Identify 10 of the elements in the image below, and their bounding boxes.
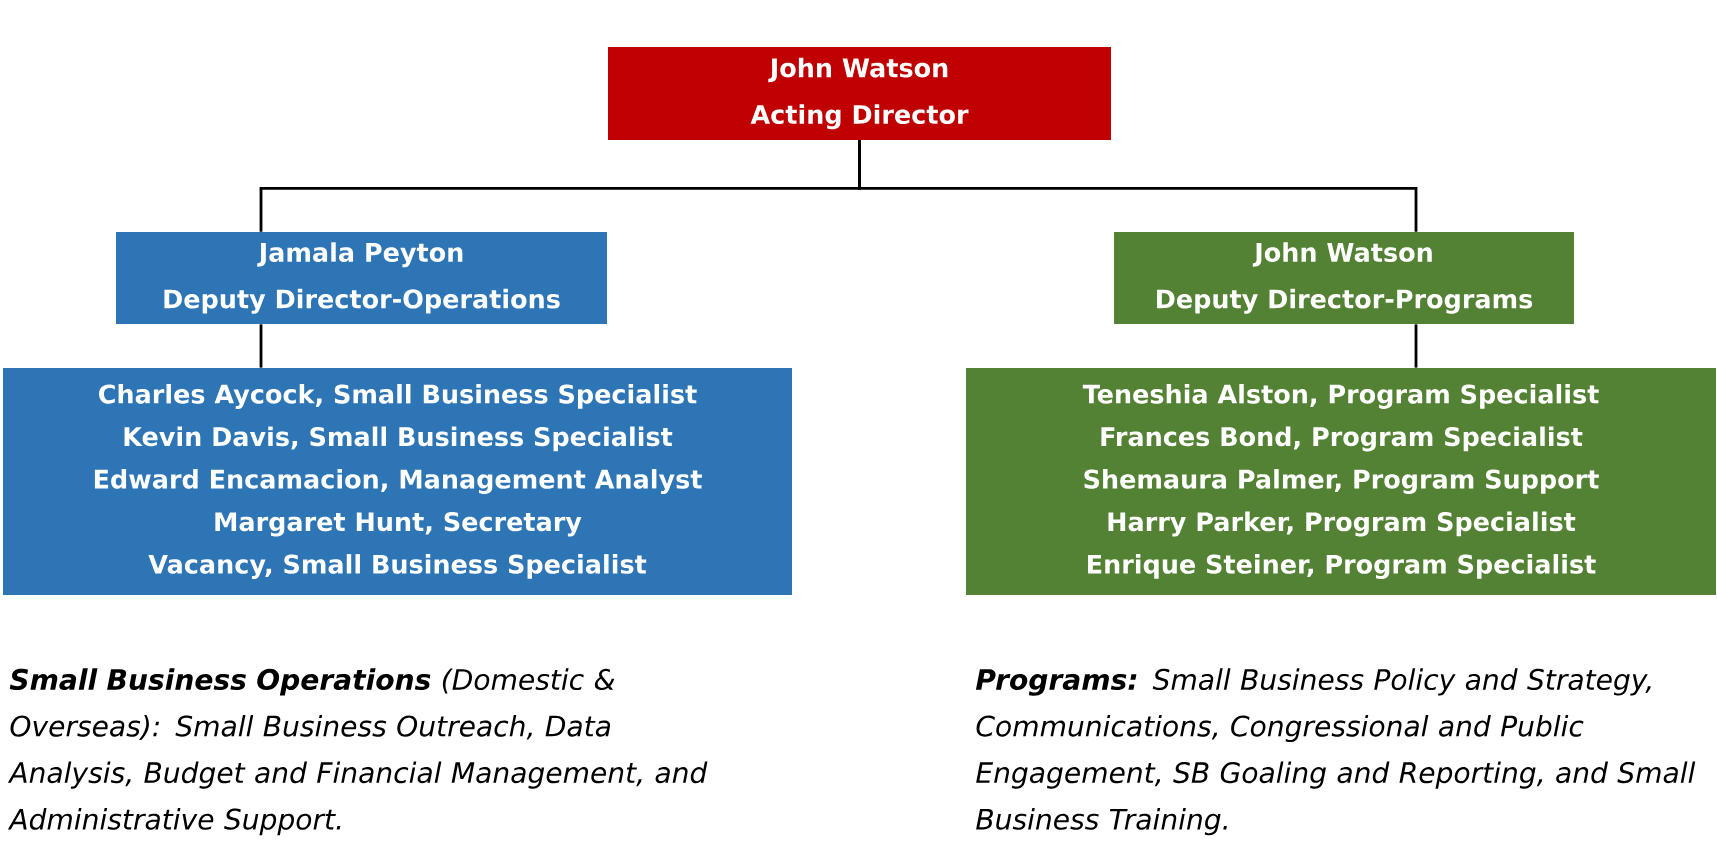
staff-box: Teneshia Alston, Program Specialist Frances Bond, Program Specialist Shemaura Palmer, Program Support Harry Parker, Program Specialist Enrique Steiner, Program Specialist — [966, 368, 1716, 595]
director-box: John Watson Acting Director — [608, 47, 1111, 140]
deputy-box: John Watson Deputy Director-Programs — [1114, 232, 1574, 324]
description-text: Programs: Small Business Policy and Strategy, Communications, Congressional and Public Engagement, SB Goaling and Reporting, and Small Business Training. — [975, 668, 1696, 836]
connector-line — [858, 140, 1418, 232]
deputy-box: Jamala Peyton Deputy Director-Operations — [116, 232, 607, 324]
connector-line — [1414, 324, 1418, 368]
description-text: Small Business Operations (Domestic & Overseas): Small Business Outreach, Data Analysis, Budget and Financial Management, and Administrative Support. — [7, 668, 708, 836]
connector-line — [259, 324, 263, 368]
staff-box: Charles Aycock, Small Business Specialist Kevin Davis, Small Business Specialist Edward Encamacion, Management Analyst Margaret Hunt, Secretary Vacancy, Small Business Specialist — [3, 368, 792, 595]
